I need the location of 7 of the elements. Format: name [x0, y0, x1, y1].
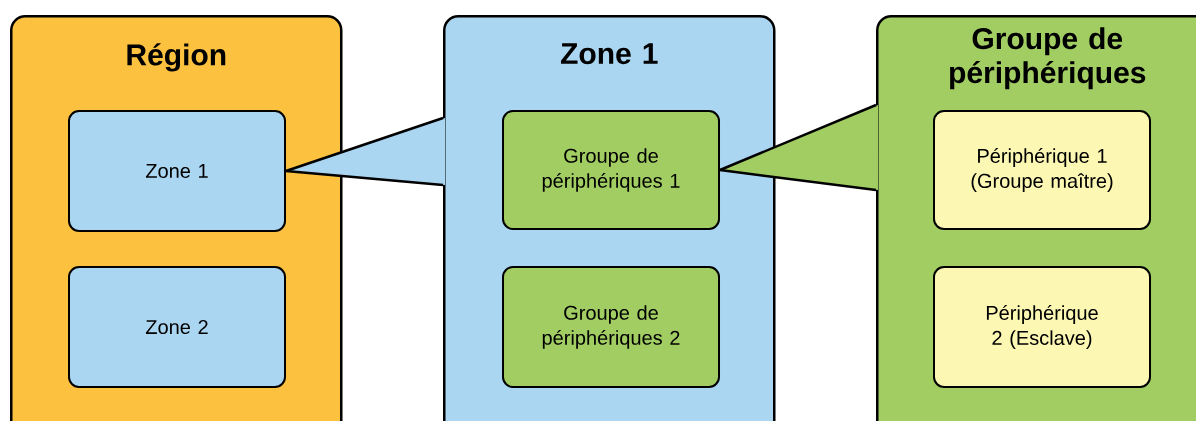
- box: Groupe de périphériques 2: [502, 266, 720, 388]
- callout-pointer: [719, 103, 878, 192]
- callout-pointer: [285, 116, 445, 187]
- box: Périphérique 2 (Esclave): [933, 266, 1151, 388]
- box: Périphérique 1 (Groupe maître): [933, 110, 1151, 230]
- box: Groupe de périphériques 1: [502, 110, 720, 230]
- box: Zone 2: [68, 266, 286, 388]
